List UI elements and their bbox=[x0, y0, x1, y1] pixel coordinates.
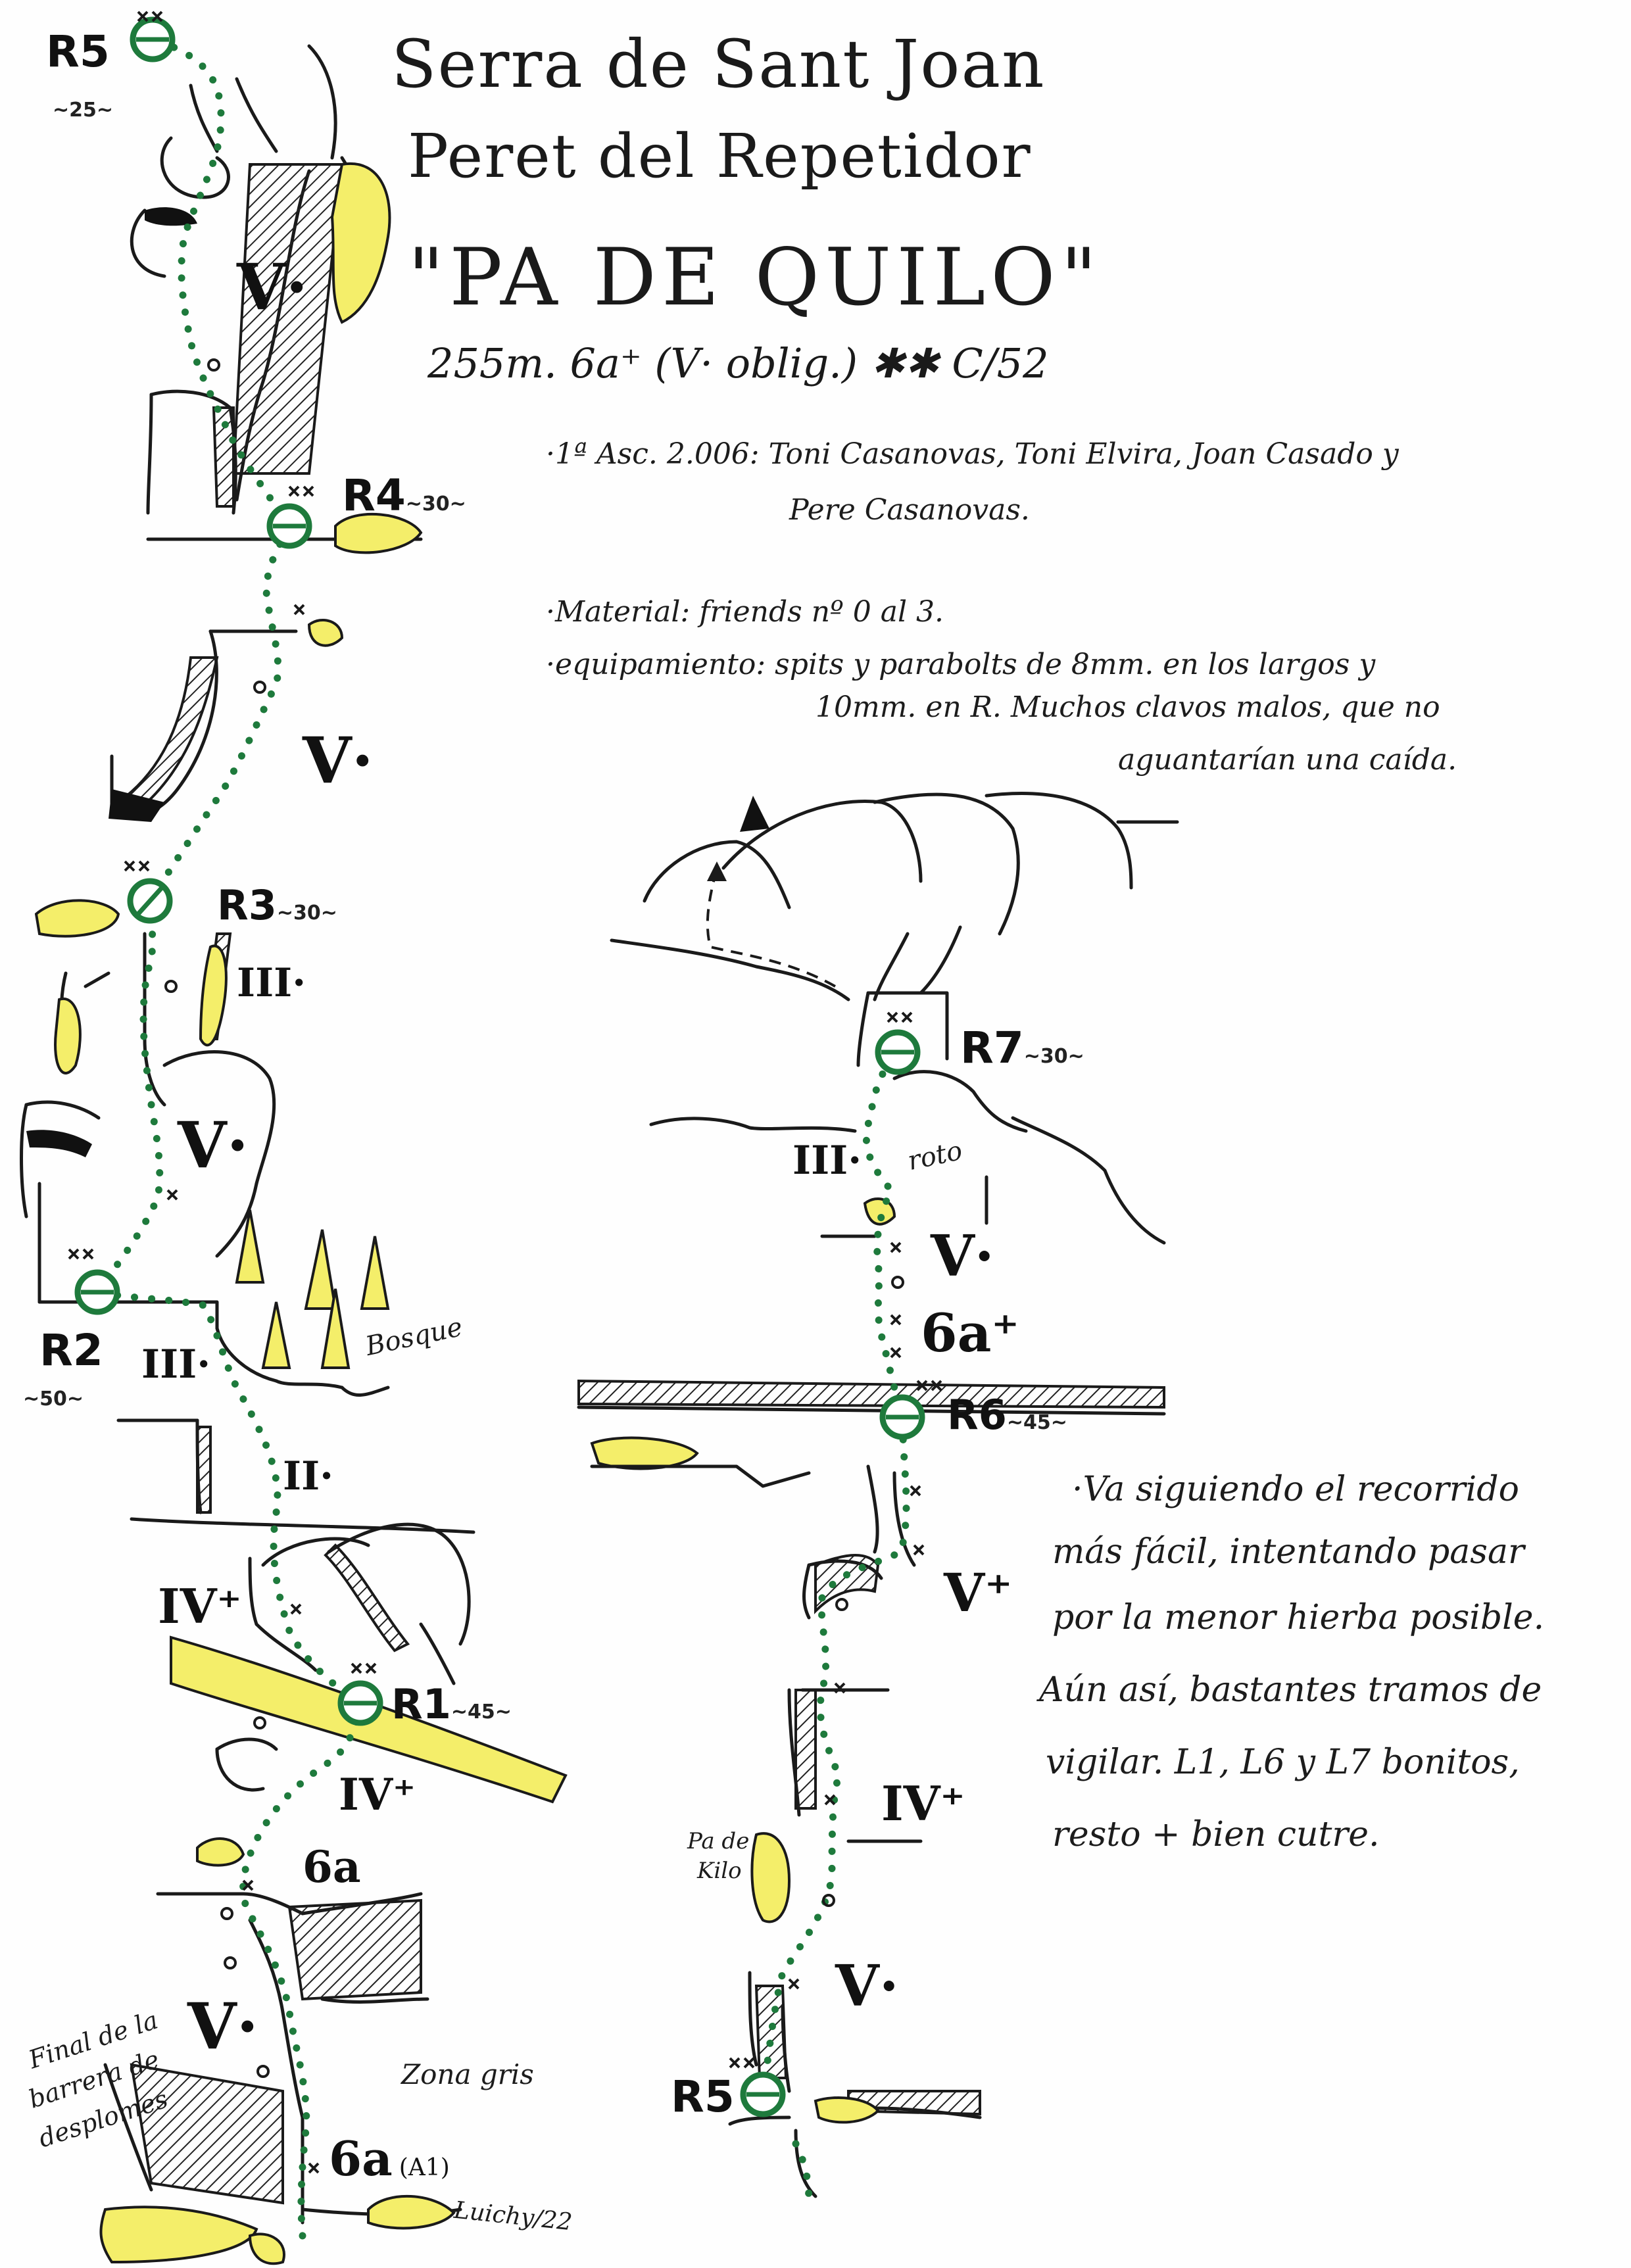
station-r5-top-distance: ~25~ bbox=[53, 99, 114, 122]
route-specs: 255m. 6a⁺ (V· oblig.) ✱✱ C/52 bbox=[427, 339, 1049, 387]
station-r6-distance: ~45~ bbox=[1006, 1411, 1067, 1434]
area-name: Serra de Sant Joan bbox=[391, 26, 1046, 103]
grade-pitch3: II· bbox=[283, 1453, 334, 1499]
first-ascent-line-2: Pere Casanovas. bbox=[789, 493, 1030, 527]
left-dark-roofs bbox=[26, 207, 197, 1157]
notes-line-5: vigilar. L1, L6 y L7 bonitos, bbox=[1046, 1743, 1520, 1782]
station-r5-top-label: R5 bbox=[46, 26, 110, 77]
aid-grade: (A1) bbox=[399, 2154, 450, 2181]
grade-pitch6: V· bbox=[237, 250, 308, 324]
station-r2-label: R2 bbox=[39, 1325, 103, 1376]
grade-pitch5: V· bbox=[303, 723, 374, 798]
crag-name: Peret del Repetidor bbox=[408, 121, 1032, 191]
station-r2-distance: ~50~ bbox=[23, 1387, 84, 1411]
grade-pitch3-upper: III· bbox=[141, 1341, 211, 1387]
station-r1-distance: ~45~ bbox=[450, 1701, 512, 1724]
route-name: "PA DE QUILO" bbox=[408, 232, 1102, 324]
first-ascent-line-1: ·1ª Asc. 2.006: Toni Casanovas, Toni Elv… bbox=[546, 437, 1399, 471]
equipment-line-2: 10mm. en R. Muchos clavos malos, que no bbox=[816, 690, 1440, 724]
station-r6-label: R6~45~ bbox=[947, 1391, 1067, 1439]
pa-de-kilo-label-2: Kilo bbox=[697, 1858, 742, 1884]
pa-de-kilo-label-1: Pa de bbox=[687, 1828, 750, 1854]
station-r7-distance: ~30~ bbox=[1023, 1045, 1084, 1068]
left-hatched-overhangs bbox=[116, 163, 422, 2205]
station-bars bbox=[81, 37, 919, 2097]
equipment-line-1: ·equipamiento: spits y parabolts de 8mm.… bbox=[546, 648, 1376, 681]
grade-pitch4-upper: III· bbox=[237, 960, 306, 1006]
notes-line-4: Aún así, bastantes tramos de bbox=[1039, 1670, 1542, 1710]
station-r7-label: R7~30~ bbox=[960, 1023, 1084, 1073]
grade-pitch6-right: V⁺ bbox=[944, 1562, 1013, 1624]
grade-pitch1: V· bbox=[187, 1989, 258, 2063]
station-r3-distance: ~30~ bbox=[276, 902, 337, 925]
route-line bbox=[93, 36, 910, 2240]
notes-line-1: ·Va siguiendo el recorrido bbox=[1072, 1470, 1519, 1509]
grey-zone-label: Zona gris bbox=[401, 2058, 534, 2090]
notes-line-2: más fácil, intentando pasar bbox=[1052, 1532, 1524, 1572]
station-r5-bottom-label: R5 bbox=[671, 2071, 735, 2122]
grade-pitch7: 6a⁺ bbox=[921, 1302, 1019, 1364]
grade-pitch8-lower: III· bbox=[792, 1138, 862, 1184]
station-r4-label: R4~30~ bbox=[342, 470, 466, 521]
right-vegetation bbox=[750, 1197, 896, 2124]
grade-pitch6-right-lower: IV⁺ bbox=[881, 1775, 965, 1831]
grade-pitch5-right: V· bbox=[835, 1953, 899, 2019]
bolt-marks bbox=[68, 11, 942, 2174]
station-r4-distance: ~30~ bbox=[405, 493, 466, 516]
forest-trees bbox=[235, 1209, 390, 1369]
notes-line-3: por la menor hierba posible. bbox=[1052, 1598, 1545, 1637]
notes-line-6: resto + bien cutre. bbox=[1052, 1815, 1380, 1854]
exit-path-arrow bbox=[706, 796, 836, 988]
station-r3-label: R3~30~ bbox=[217, 881, 337, 929]
grade-pitch4: V· bbox=[178, 1108, 249, 1182]
piton-marks bbox=[164, 358, 904, 2078]
grade-pitch1-crux: 6a bbox=[303, 1841, 361, 1893]
equipment-line-3: aguantarían una caída. bbox=[1118, 743, 1457, 777]
grade-pitch1-upper: IV⁺ bbox=[339, 1769, 416, 1820]
station-r1-label: R1~45~ bbox=[391, 1680, 512, 1728]
grade-pitch2: IV⁺ bbox=[158, 1578, 242, 1634]
grade-pitch1-start: 6a(A1) bbox=[329, 2131, 450, 2186]
grade-pitch8: V· bbox=[931, 1223, 994, 1290]
material-line: ·Material: friends nº 0 al 3. bbox=[546, 595, 944, 629]
